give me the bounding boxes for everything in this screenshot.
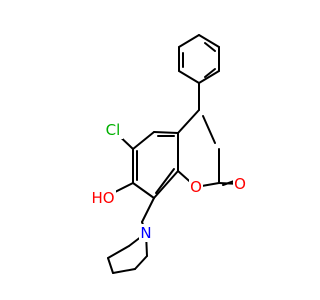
bond-line [141,197,155,223]
bond-line [198,34,220,48]
atom-label-background [90,189,116,207]
atom-label-ho: HO [91,189,114,207]
bond-line [132,131,155,150]
bond-line [107,257,114,274]
bond-line [153,170,179,199]
atom-label-o-ring: O [190,178,202,196]
bond-line [153,131,179,134]
bond-line [178,70,200,84]
double-bond-line [155,168,175,194]
double-bond-line [204,68,216,78]
bond-lines [102,34,241,274]
bond-line [132,182,155,199]
double-bond-line [202,115,216,144]
atom-label-background [189,178,203,196]
atom-label-n: N [140,224,151,242]
double-bond-line [204,42,216,52]
atom-label-background [233,175,247,193]
bond-line [107,245,130,259]
atom-label-background [103,121,123,139]
bond-line [134,255,148,270]
bond-line [178,34,200,48]
atom-label-background [139,224,153,242]
atom-label-cl: Cl [106,121,121,139]
bond-line [177,109,200,134]
atom-label-o-carbonyl: O [234,175,246,193]
bond-line [112,268,136,274]
bond-line [198,70,220,84]
